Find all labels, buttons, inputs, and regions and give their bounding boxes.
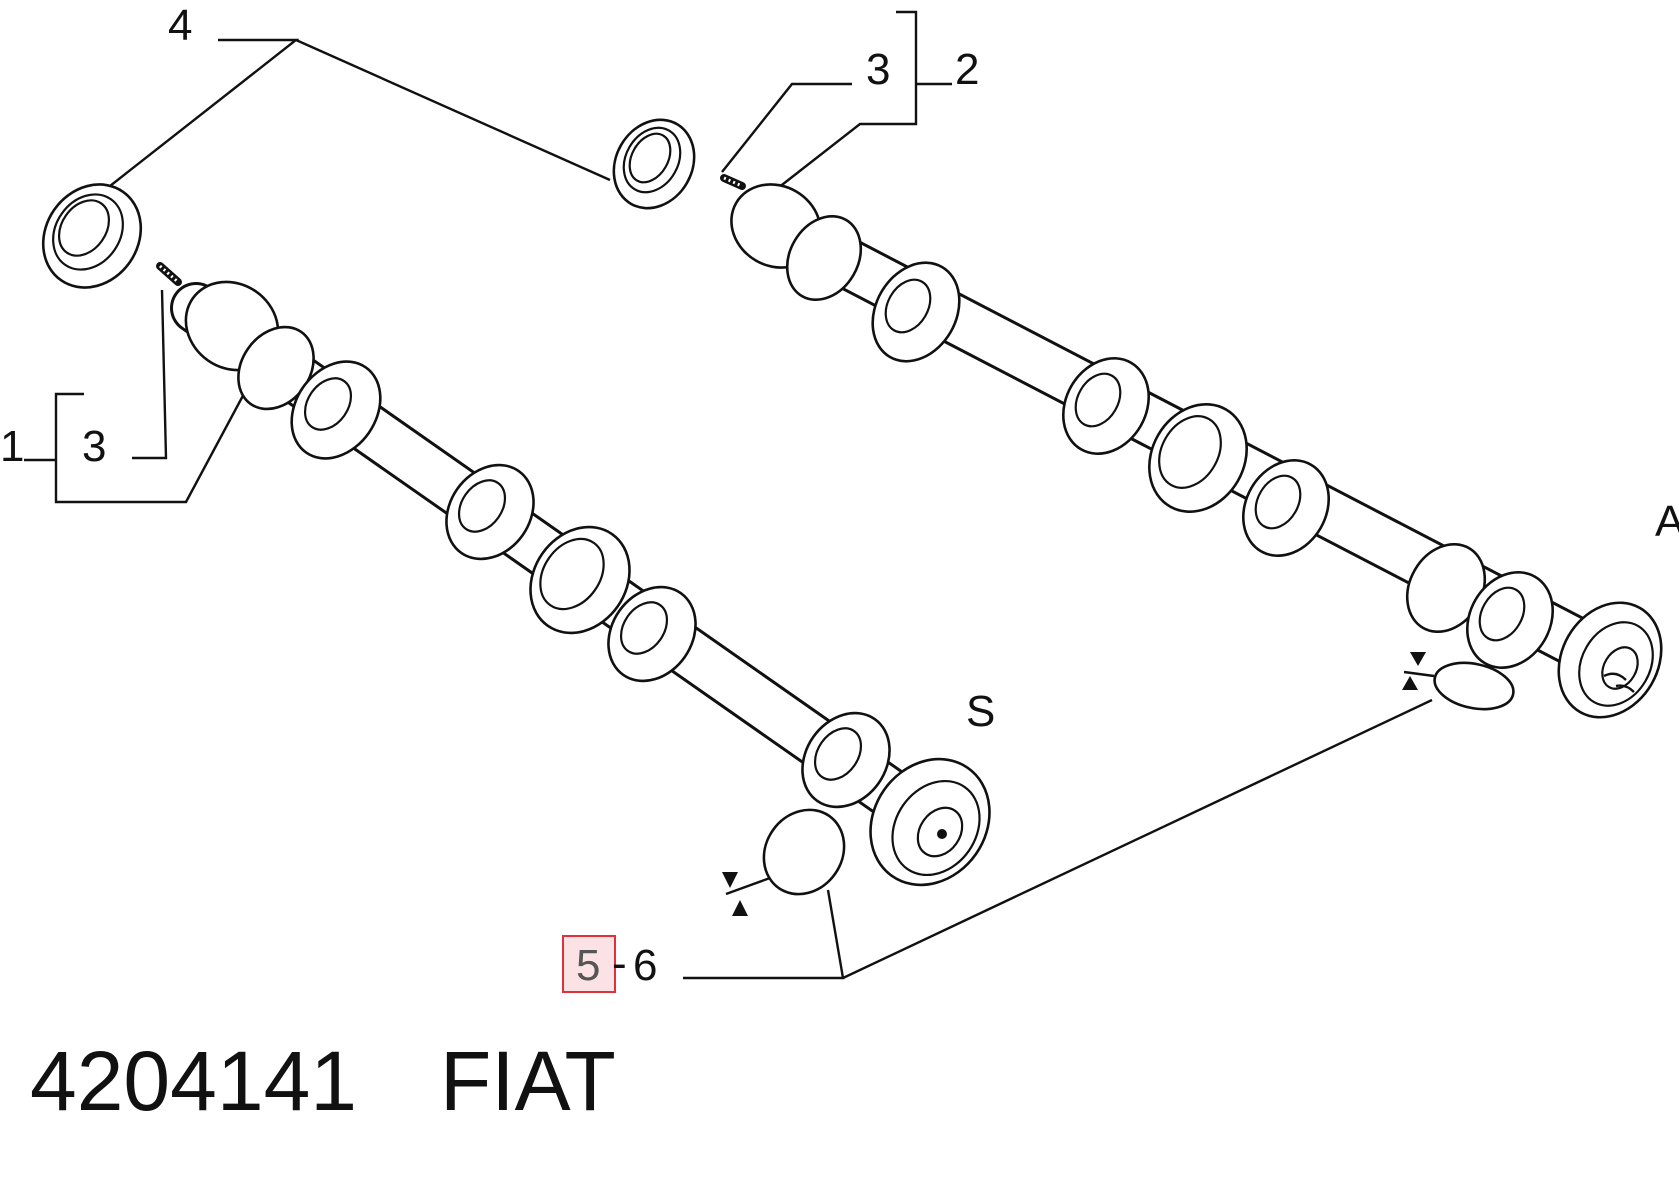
pin-right (720, 174, 746, 190)
callout-5: 5 (576, 941, 600, 990)
plug-seal-a (1402, 652, 1515, 711)
highlight-box-item-5 (562, 935, 616, 993)
callout-3-left: 3 (82, 422, 106, 471)
caption-brand: FIAT (440, 1034, 616, 1128)
callout-4: 4 (168, 1, 192, 50)
seal-ring-right (612, 118, 696, 210)
pin-left (156, 262, 182, 286)
caption-part-number: 4204141 (30, 1034, 357, 1128)
callout-dash: - (612, 939, 627, 988)
camshaft-a (730, 183, 1663, 719)
side-label-s: S (966, 687, 995, 736)
side-label-a: A (1655, 497, 1679, 546)
callout-6: 6 (633, 941, 657, 990)
seal-ring-left (41, 183, 143, 289)
callout-2: 2 (955, 45, 979, 94)
camshaft-s (170, 280, 991, 887)
leader-lines (24, 10, 1433, 980)
callout-3-right: 3 (866, 45, 890, 94)
callout-1: 1 (0, 422, 24, 471)
plug-seal-s (722, 808, 846, 916)
